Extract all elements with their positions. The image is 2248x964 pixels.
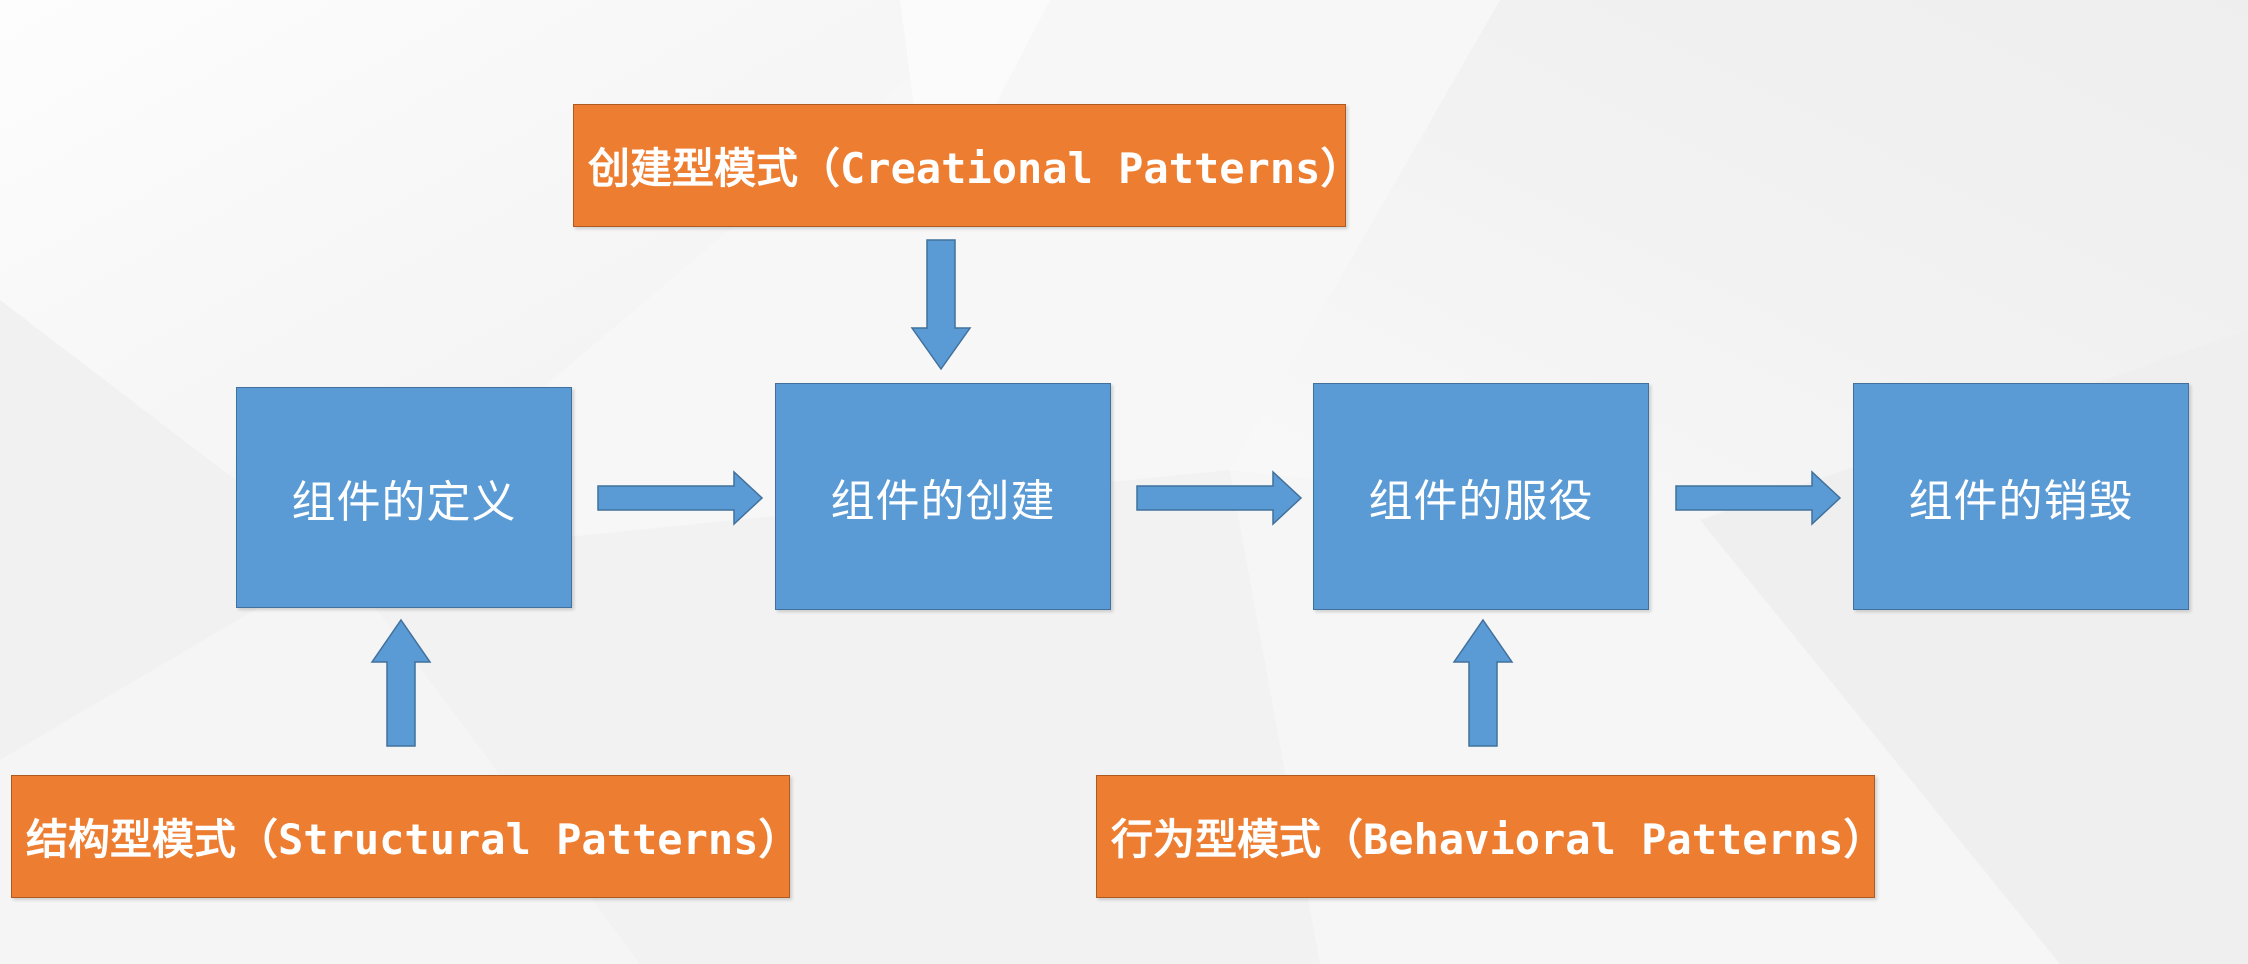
lifecycle-node-creation[interactable]: 组件的创建	[775, 383, 1111, 610]
lifecycle-node-definition-label: 组件的定义	[291, 476, 517, 528]
pattern-node-creational[interactable]: 创建型模式（Creational Patterns）	[573, 104, 1362, 227]
arrow-definition-to-creation	[597, 470, 764, 526]
pattern-node-behavioral-label: 行为型模式（Behavioral Patterns）	[1111, 815, 1886, 864]
arrow-creational-to-creation	[908, 239, 974, 372]
lifecycle-node-destruction[interactable]: 组件的销毁	[1853, 383, 2189, 610]
lifecycle-node-definition[interactable]: 组件的定义	[236, 387, 572, 608]
lifecycle-node-creation-label: 组件的创建	[830, 475, 1056, 527]
arrow-structural-to-definition	[368, 618, 434, 748]
pattern-node-structural-label: 结构型模式（Structural Patterns）	[26, 815, 801, 864]
lifecycle-node-service[interactable]: 组件的服役	[1313, 383, 1649, 610]
pattern-node-structural[interactable]: 结构型模式（Structural Patterns）	[11, 775, 800, 898]
pattern-node-creational-label: 创建型模式（Creational Patterns）	[588, 144, 1363, 193]
arrow-service-to-destruction	[1675, 470, 1842, 526]
pattern-node-behavioral[interactable]: 行为型模式（Behavioral Patterns）	[1096, 775, 1885, 898]
arrow-behavioral-to-service	[1450, 618, 1516, 748]
arrow-creation-to-service	[1136, 470, 1303, 526]
lifecycle-node-service-label: 组件的服役	[1368, 475, 1594, 527]
lifecycle-node-destruction-label: 组件的销毁	[1908, 475, 2134, 527]
